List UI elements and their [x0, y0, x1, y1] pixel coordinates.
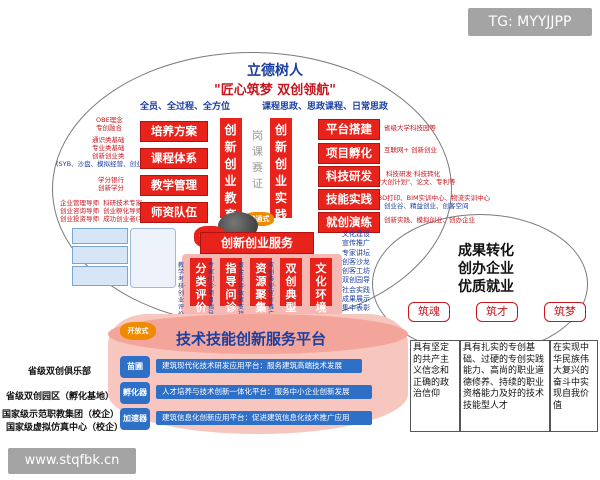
outcome-1: 成果转化	[458, 243, 514, 259]
right-note-startup: 创新实践、模拟创业、创办企业	[384, 216, 475, 224]
left-note-syb: (SYB、沙盘、模拟经营、创业基础)	[56, 160, 159, 168]
left-note-credit: 学分银行 创新学分	[98, 176, 124, 192]
left-label-club: 省级双创俱乐部	[28, 367, 92, 377]
service-note-typical: 双创典型·宣传推广	[268, 262, 276, 318]
block-skill-practice: 技能实践	[318, 189, 380, 210]
watermark-bottom-left: www.stqfbk.cn	[8, 448, 136, 474]
culture-note: 文化建设 宣传推广 专家讲坛 创客沙龙 创客工坊 双创园导 社会实践 成果展示 …	[342, 230, 370, 313]
outcome-3: 优质就业	[458, 279, 514, 295]
drum-nursery: 苗圃	[120, 356, 150, 378]
left-table-side	[130, 228, 176, 288]
service-col-culture: 文化环境	[310, 258, 332, 314]
drum-accelerator: 加速器	[120, 408, 150, 430]
pillar-soul: 筑魂	[408, 302, 450, 322]
service-note-guide: 专家问诊·项目指导	[208, 262, 216, 318]
left-note-obe: OBE理念 专创融合	[96, 116, 123, 132]
pillar-talent-desc: 具有扎实的专创基础、过硬的专创实践能力、高尚的职业道德修养、持续的职业资格能力及…	[460, 340, 550, 432]
outcome-2: 创办企业	[458, 261, 514, 277]
left-table-3	[72, 266, 128, 286]
subline-right: 课程思政、思政课程、日常思政	[262, 102, 389, 112]
platform-bar-2: 人才培养与技术创新一体化平台：服务中小企业创新发展	[156, 385, 372, 399]
right-note-patents: "大创计划"、论文、专利等	[378, 178, 456, 186]
left-table-2	[72, 246, 128, 264]
platform-title: 技术技能创新服务平台	[176, 330, 327, 348]
block-teaching-mgmt: 教学管理	[140, 175, 208, 196]
pillar-dream: 筑梦	[544, 302, 586, 322]
block-faculty: 师资队伍	[140, 202, 208, 223]
left-table-1	[72, 228, 128, 244]
platform-bar-1: 建筑现代化技术研发应用平台：服务建筑高端技术发展	[156, 359, 362, 373]
drum-incubator: 孵化器	[120, 382, 150, 404]
platform-bar-3: 建筑信息化创新应用平台：促进建筑信息化技术推广应用	[156, 411, 372, 425]
right-note-internet: 互联网+ 创新创业	[384, 146, 438, 154]
platform-top	[108, 314, 408, 354]
block-employment-drill: 就创演练	[318, 212, 380, 233]
pillar-dream-desc: 在实现中华民族伟大复兴的奋斗中实现自我价值	[550, 340, 598, 432]
service-note-eval: 教学考核·创业评价	[178, 262, 186, 318]
main-title: 立德树人	[247, 63, 303, 79]
service-bar: 创新创业服务	[200, 232, 314, 254]
watermark-top-right: TG: MYYJJPP	[468, 8, 592, 36]
column-practice: 创新创业实践	[270, 118, 292, 222]
pillar-talent: 筑才	[476, 302, 518, 322]
right-note-labs: 3D打印、BIM实训中心、物流实训中心	[378, 194, 491, 202]
block-incubation: 项目孵化	[318, 143, 380, 164]
block-research: 科技研发	[318, 166, 380, 187]
ghost-text: 岗课赛证	[252, 129, 263, 190]
left-label-virtual: 国家级虚拟仿真中心（校企）	[6, 423, 124, 433]
right-note-park: 省级大学科技园等	[384, 124, 436, 132]
left-label-group: 国家级示范职教集团（校企）	[2, 410, 120, 420]
left-label-park: 省级双创园区（孵化基地）	[6, 392, 115, 402]
motto: "匠心筑梦 双创领航"	[213, 83, 337, 98]
block-training-plan: 培养方案	[140, 121, 208, 142]
pillar-soul-desc: 具有坚定的共产主义信念和正确的政治信仰	[410, 340, 460, 432]
right-note-research: 科技研发·科技转化	[386, 170, 441, 178]
service-note-resources: 资金扶持·政策支持	[238, 262, 246, 318]
block-platform-build: 平台搭建	[318, 119, 380, 140]
service-col-guide: 指导问诊	[220, 258, 242, 314]
service-col-resources: 资源聚集	[250, 258, 272, 314]
block-curriculum: 课程体系	[140, 148, 208, 169]
service-col-eval: 分类评价	[190, 258, 212, 314]
subline-left: 全员、全过程、全方位	[140, 102, 231, 112]
service-col-typical: 双创典型	[280, 258, 302, 314]
platform-corner-badge: 开放式	[120, 322, 156, 340]
left-note-course: 通识类基础 专业类基础 创新创业类	[92, 136, 125, 160]
column-education: 创新创业教育	[220, 118, 242, 222]
right-note-valley: 创业谷、精益创业、创客空间	[384, 202, 469, 210]
